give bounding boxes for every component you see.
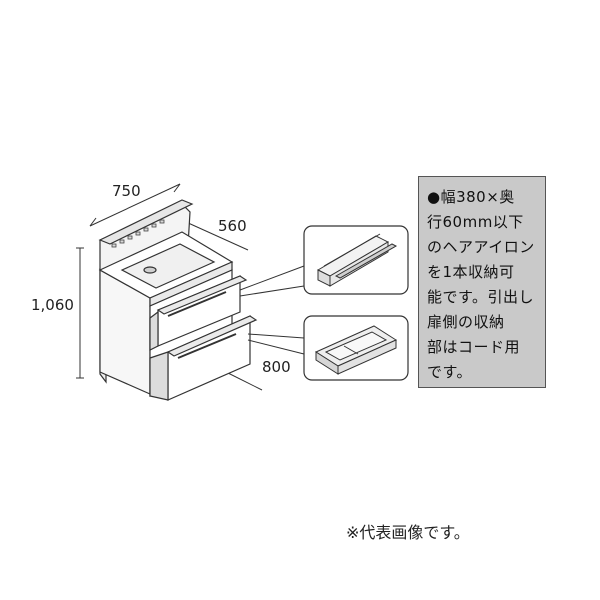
callout-leaders: [239, 265, 305, 355]
height-dimension-label: 1,060: [31, 296, 74, 314]
storage-tray-illustration: [314, 325, 398, 375]
note-line: を1本収納可: [427, 263, 515, 281]
note-line: 部はコード用: [427, 338, 521, 356]
dimension-lines: [76, 183, 263, 391]
width-dimension-label: 750: [112, 182, 141, 200]
drawer-depth-dimension-label: 800: [262, 358, 291, 376]
storage-tray-callout: [303, 315, 409, 381]
depth-dimension-label: 560: [218, 217, 247, 235]
hair-iron-holder-illustration: [316, 233, 398, 287]
note-line: です。: [427, 363, 473, 381]
hair-iron-holder-callout: [303, 225, 409, 295]
note-line: 扉側の収納: [427, 313, 505, 331]
representative-image-footnote: ※代表画像です。: [346, 523, 470, 542]
vanity-cabinet: [98, 199, 258, 401]
note-line: 行60mm以下: [427, 213, 524, 231]
note-line: 能です。引出し: [427, 288, 535, 306]
note-line: のヘアアイロン: [427, 238, 535, 256]
note-line: ●幅380×奥: [427, 188, 515, 206]
hair-iron-note: ●幅380×奥 行60mm以下 のヘアアイロン を1本収納可 能です。引出し 扉…: [418, 176, 546, 388]
